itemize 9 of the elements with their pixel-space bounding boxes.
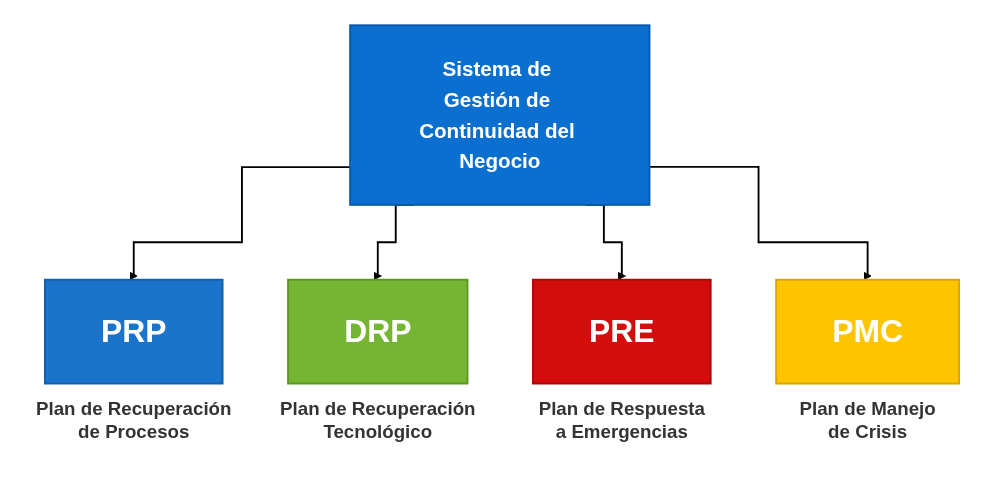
node-caption: Plan de Recuperación de Procesos xyxy=(36,398,232,442)
node-box: Sistema de Gestión de Continuidad del Negocio xyxy=(349,24,651,206)
node-box: PRE xyxy=(532,278,712,385)
node-box: PRP xyxy=(43,278,224,385)
node-box: DRP xyxy=(287,278,469,385)
node-caption: Plan de Recuperación Tecnológico xyxy=(280,398,476,442)
node-caption: Plan de Respuesta a Emergencias xyxy=(538,398,705,442)
node-box: PMC xyxy=(775,278,961,385)
node-caption: Plan de Manejo de Crisis xyxy=(799,398,936,442)
